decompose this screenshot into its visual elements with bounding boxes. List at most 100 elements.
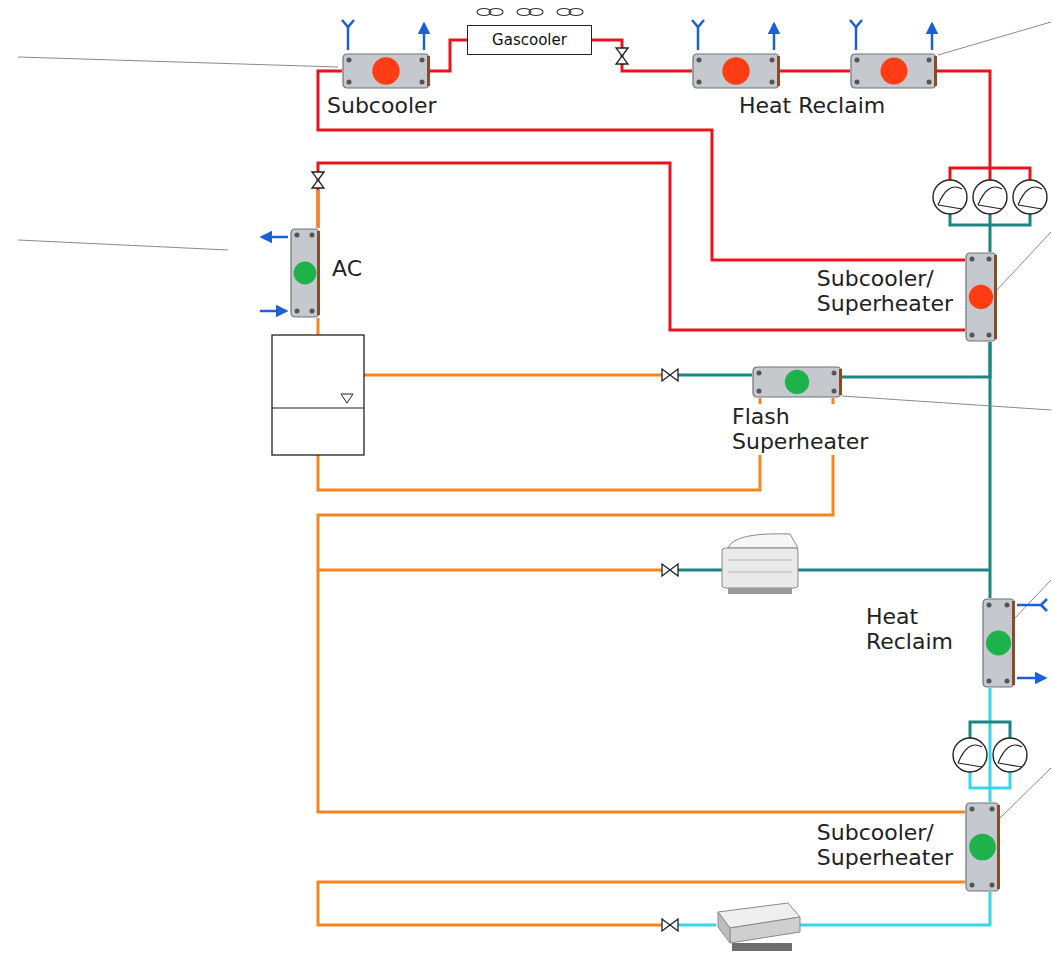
valve-symbol	[616, 48, 628, 64]
heat-exchanger-plate	[934, 56, 937, 86]
heat-exchanger: Flash Superheater	[752, 366, 842, 398]
water-inlet	[347, 26, 350, 50]
teal-pipe	[798, 569, 990, 572]
compressor-symbol	[1013, 180, 1047, 214]
port	[420, 58, 425, 63]
port	[757, 371, 762, 376]
leader-line	[842, 396, 1051, 410]
gascooler-box: Gascooler	[467, 25, 592, 55]
port	[970, 257, 975, 262]
heat-exchanger-plate	[343, 54, 429, 88]
orange-pipe	[318, 569, 662, 572]
orange-pipe	[318, 882, 965, 925]
heat-exchanger-plate	[317, 231, 320, 315]
teal-pipe	[970, 722, 1010, 739]
water-connections	[260, 20, 1047, 678]
pipe-connector	[430, 40, 467, 71]
red-pipe	[936, 71, 990, 168]
leader-line	[1000, 768, 1051, 818]
port	[310, 309, 315, 314]
component-label: Subcooler	[325, 93, 439, 118]
water-outlet	[423, 24, 426, 50]
level-mark	[341, 394, 353, 403]
orange-pipe	[364, 374, 662, 377]
fan-symbol	[517, 9, 543, 16]
port	[832, 371, 837, 376]
cyan-pipes	[678, 771, 1010, 925]
pipe-connector	[989, 342, 992, 598]
port	[987, 679, 992, 684]
water-inlet	[697, 26, 700, 50]
pipe-connector	[318, 71, 965, 260]
port	[295, 233, 300, 238]
leader-line	[18, 240, 228, 250]
port	[420, 80, 425, 85]
water-outlet	[1017, 677, 1045, 680]
heat-exchanger: Subcooler/ Superheater	[965, 802, 1000, 892]
status-dot	[294, 262, 317, 285]
port	[987, 257, 992, 262]
orange-pipe	[317, 190, 320, 228]
case-body	[722, 548, 798, 588]
heat-exchanger-plate	[997, 805, 1000, 889]
tank-shape	[272, 335, 364, 455]
water-outlet	[773, 24, 776, 50]
port	[927, 80, 932, 85]
compressor-symbol	[953, 738, 987, 772]
fan-symbol	[557, 9, 583, 16]
status-dot	[372, 57, 399, 84]
port	[855, 80, 860, 85]
cyan-pipe	[678, 924, 716, 927]
node-label: Gascooler	[492, 31, 567, 49]
case-glass	[728, 534, 798, 548]
freezer-island	[718, 903, 800, 951]
leader-lines	[18, 22, 1051, 818]
red-pipe	[780, 70, 850, 73]
water-inlet	[855, 26, 858, 50]
port	[347, 80, 352, 85]
component-label: AC	[330, 256, 364, 281]
heat-exchanger-icon	[965, 252, 997, 342]
port	[970, 807, 975, 812]
status-dot	[881, 58, 908, 85]
teal-pipe	[989, 213, 992, 252]
orange-pipes	[318, 190, 965, 925]
orange-pipe	[317, 318, 320, 335]
status-dot	[986, 630, 1011, 655]
water-inlet	[342, 20, 354, 27]
port	[855, 58, 860, 63]
port	[770, 80, 775, 85]
status-dot	[785, 370, 809, 394]
pipe-connector	[989, 688, 992, 802]
heat-exchanger-plate	[966, 253, 996, 341]
leader-line	[997, 232, 1051, 290]
orange-pipe	[318, 398, 760, 490]
heat-exchanger-plate	[994, 255, 997, 339]
pipe-connector	[318, 398, 965, 812]
compressor-symbol	[993, 738, 1027, 772]
heat-exchanger-icon	[692, 53, 780, 89]
heat-exchanger-plate	[851, 54, 936, 88]
status-dot	[969, 285, 993, 309]
heat-exchanger	[851, 54, 937, 88]
port	[295, 309, 300, 314]
port	[1005, 679, 1010, 684]
valve-symbol	[662, 919, 678, 931]
port	[970, 333, 975, 338]
port	[757, 389, 762, 394]
port	[347, 58, 352, 63]
red-pipe	[989, 168, 992, 181]
teal-pipe	[678, 569, 722, 572]
port	[970, 883, 975, 888]
heat-exchanger: Heat Reclaim	[982, 598, 1015, 688]
valve-symbol	[662, 564, 678, 576]
heat-exchanger-plate	[777, 56, 780, 86]
pipe-connector	[318, 163, 965, 330]
water-inlet	[1041, 599, 1047, 611]
port	[697, 58, 702, 63]
island-side	[730, 917, 800, 943]
port	[770, 58, 775, 63]
heat-exchanger: AC	[290, 228, 320, 318]
